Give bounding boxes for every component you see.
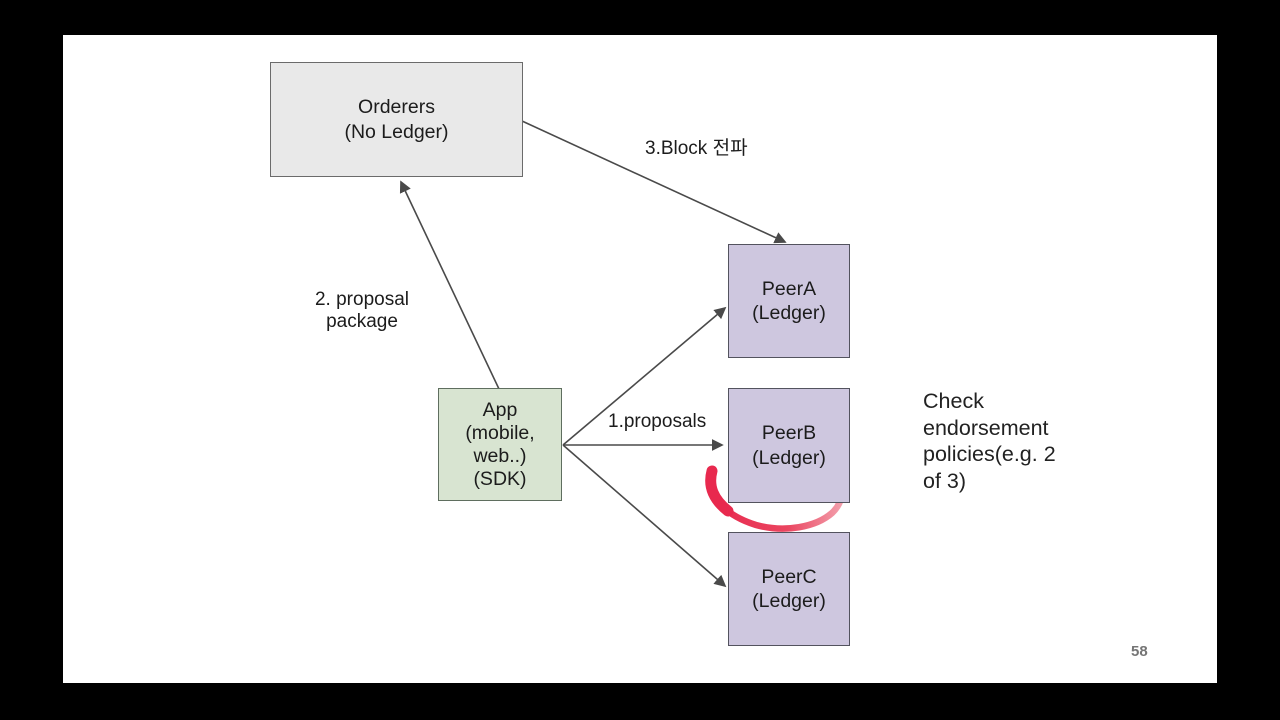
orderers-node-label: Orderers (No Ledger) <box>344 96 449 143</box>
endorsement-policy-note: Check endorsement policies(e.g. 2 of 3) <box>923 389 1056 493</box>
app-node-label: App (mobile, web..) (SDK) <box>465 398 535 490</box>
peer-b-node-label: PeerB (Ledger) <box>752 422 826 469</box>
page-number: 58 <box>1131 643 1148 660</box>
peer-b-node: PeerB (Ledger) <box>728 388 850 503</box>
diagram-connectors <box>399 120 848 588</box>
peer-a-node-label: PeerA (Ledger) <box>752 277 826 325</box>
red-marker-annotation-thick-start <box>705 465 734 517</box>
peer-c-node: PeerC (Ledger) <box>728 532 850 646</box>
peer-a-node: PeerA (Ledger) <box>728 244 850 358</box>
presentation-slide: Orderers (No Ledger) App (mobile, web..)… <box>63 35 1217 683</box>
edge-label-proposal-package: 2. proposal package <box>314 289 409 332</box>
edge-label-block-propagation: 3.Block 전파 <box>645 138 748 159</box>
peer-c-node-label: PeerC (Ledger) <box>752 565 826 613</box>
arrow-app-to-peer-c <box>562 444 727 588</box>
arrow-app-to-orderers <box>399 180 500 390</box>
orderers-node: Orderers (No Ledger) <box>270 62 523 177</box>
edge-label-proposals: 1.proposals <box>608 411 707 432</box>
app-node: App (mobile, web..) (SDK) <box>438 388 562 501</box>
